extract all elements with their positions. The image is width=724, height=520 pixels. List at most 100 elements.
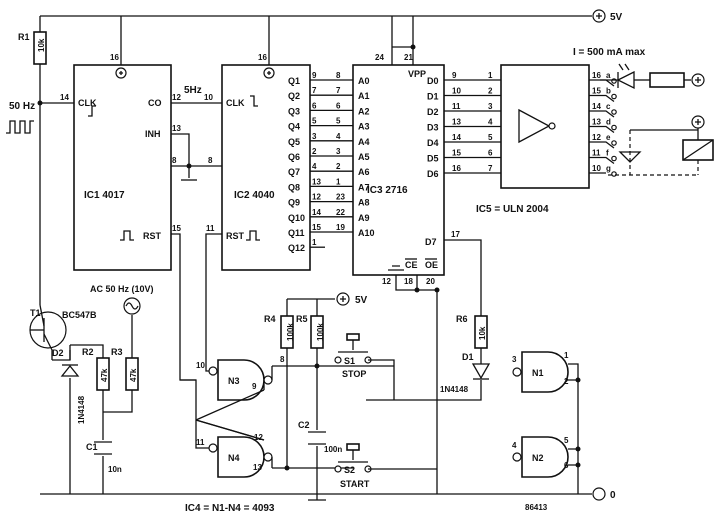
- ic2-output-pin: 1: [312, 238, 317, 247]
- ic3-address-pin: 23: [336, 193, 345, 202]
- output-wire: [589, 156, 615, 165]
- ic3-address-label: A3: [358, 122, 370, 132]
- svg-text:I = 500 mA max: I = 500 mA max: [573, 47, 646, 58]
- ic5-output-letter: g: [606, 164, 611, 173]
- svg-text:11: 11: [196, 438, 205, 447]
- resistor-r6: 10k R6: [456, 314, 488, 349]
- ic5-output-pin: 11: [592, 149, 601, 158]
- ic2-output-label: Q5: [288, 137, 300, 147]
- svg-text:4: 4: [512, 441, 517, 450]
- ic3-data-label: D5: [427, 154, 439, 164]
- ic3-address-pin: 7: [336, 86, 341, 95]
- output-terminal: [611, 140, 617, 146]
- ic2-output-label: Q12: [288, 243, 305, 253]
- ic2-output-pin: 9: [312, 71, 317, 80]
- ic5-output-letter: c: [606, 102, 611, 111]
- ic2-output-pin: 6: [312, 101, 317, 110]
- ic5-output-letter: a: [606, 71, 611, 80]
- ic5-output-pin: 13: [592, 118, 601, 127]
- resistor-r3: 47k R3: [111, 347, 139, 391]
- nand-gate-n1: N1 3 1 2: [512, 351, 569, 393]
- svg-text:D1: D1: [462, 352, 474, 362]
- ic5-input-pin: 3: [488, 102, 493, 111]
- svg-text:100k: 100k: [316, 323, 325, 341]
- ic5-output-letter: d: [606, 118, 611, 127]
- svg-text:BC547B: BC547B: [62, 310, 97, 320]
- svg-text:RST: RST: [143, 231, 162, 241]
- output-wire: [589, 125, 615, 134]
- svg-text:9: 9: [252, 382, 257, 391]
- svg-text:47k: 47k: [129, 368, 138, 382]
- ic5-output-pin: 14: [592, 102, 601, 111]
- resistor-r4: 100k R4: [264, 299, 295, 468]
- ic2-output-label: Q8: [288, 182, 300, 192]
- svg-text:100k: 100k: [286, 323, 295, 341]
- nand-gate-n4: N4 11 12 13: [196, 433, 273, 478]
- resistor-r1: 10k R1: [18, 16, 47, 65]
- svg-text:10k: 10k: [37, 38, 46, 52]
- svg-text:CLK: CLK: [78, 98, 97, 108]
- stop-switch[interactable]: S1 STOP: [334, 333, 372, 379]
- svg-text:8: 8: [172, 156, 177, 165]
- capacitor-c2: C2 100n: [298, 420, 342, 454]
- ic3-data-label: D3: [427, 123, 439, 133]
- svg-text:10n: 10n: [108, 465, 122, 474]
- ic5-output-pin: 16: [592, 71, 601, 80]
- ic3-address-label: A1: [358, 91, 370, 101]
- svg-text:6: 6: [564, 461, 569, 470]
- diode-d2: D2 1N4148: [52, 348, 86, 494]
- svg-text:8: 8: [208, 156, 213, 165]
- svg-text:14: 14: [60, 93, 69, 102]
- svg-text:24: 24: [375, 53, 384, 62]
- ic5-input-pin: 7: [488, 164, 493, 173]
- svg-text:12: 12: [172, 93, 181, 102]
- svg-text:R5: R5: [296, 314, 308, 324]
- ic5-input-pin: 5: [488, 133, 493, 142]
- ic3-data-pin: 16: [452, 164, 461, 173]
- ic3-data-label: D0: [427, 76, 439, 86]
- svg-text:21: 21: [404, 53, 413, 62]
- nand-gate-n3: N3 10 8 9: [196, 355, 285, 401]
- output-wire: [589, 110, 615, 118]
- svg-text:18: 18: [404, 277, 413, 286]
- svg-text:1N4148: 1N4148: [440, 385, 469, 394]
- ic3-address-label: A2: [358, 106, 370, 116]
- diode-d1: D1 1N4148: [366, 348, 491, 401]
- ic3-data-pin: 13: [452, 118, 461, 127]
- ic2-output-label: Q1: [288, 76, 300, 86]
- ic2-output-pin: 13: [312, 177, 321, 186]
- ic3-address-label: A7: [358, 182, 370, 192]
- ic2-output-pin: 3: [312, 132, 317, 141]
- svg-text:17: 17: [451, 230, 460, 239]
- svg-text:20: 20: [426, 277, 435, 286]
- ic5-input-pin: 6: [488, 149, 493, 158]
- svg-text:AC 50 Hz (10V): AC 50 Hz (10V): [90, 284, 154, 294]
- start-switch[interactable]: S2 START: [334, 443, 372, 489]
- svg-text:2: 2: [564, 377, 569, 386]
- ic5-output-letter: e: [606, 133, 611, 142]
- ic2-output-label: Q2: [288, 91, 300, 101]
- svg-text:13: 13: [253, 463, 262, 472]
- output-terminal: [611, 124, 617, 131]
- svg-text:N4: N4: [228, 453, 240, 463]
- relay-load: [608, 115, 714, 176]
- svg-text:OE: OE: [425, 260, 438, 270]
- svg-text:C1: C1: [86, 442, 98, 452]
- svg-text:100n: 100n: [324, 445, 342, 454]
- ic2-output-label: Q11: [288, 228, 305, 238]
- svg-text:RST: RST: [226, 231, 245, 241]
- svg-text:IC1 4017: IC1 4017: [84, 190, 125, 201]
- ic3-address-pin: 5: [336, 117, 341, 126]
- svg-text:5V: 5V: [610, 12, 623, 23]
- ic3-data-pin: 15: [452, 149, 461, 158]
- svg-text:INH: INH: [145, 129, 161, 139]
- output-wire: [589, 141, 615, 149]
- ic2-output-label: Q4: [288, 122, 300, 132]
- nand-gate-n2: N2 4 5 6: [512, 436, 569, 478]
- supply-rail-5v: 5V: [40, 9, 623, 23]
- ic3-address-label: A5: [358, 152, 370, 162]
- transistor-t1: T1 BC547B: [29, 304, 97, 360]
- ic5-output-letter: f: [606, 149, 609, 158]
- svg-text:N2: N2: [532, 453, 544, 463]
